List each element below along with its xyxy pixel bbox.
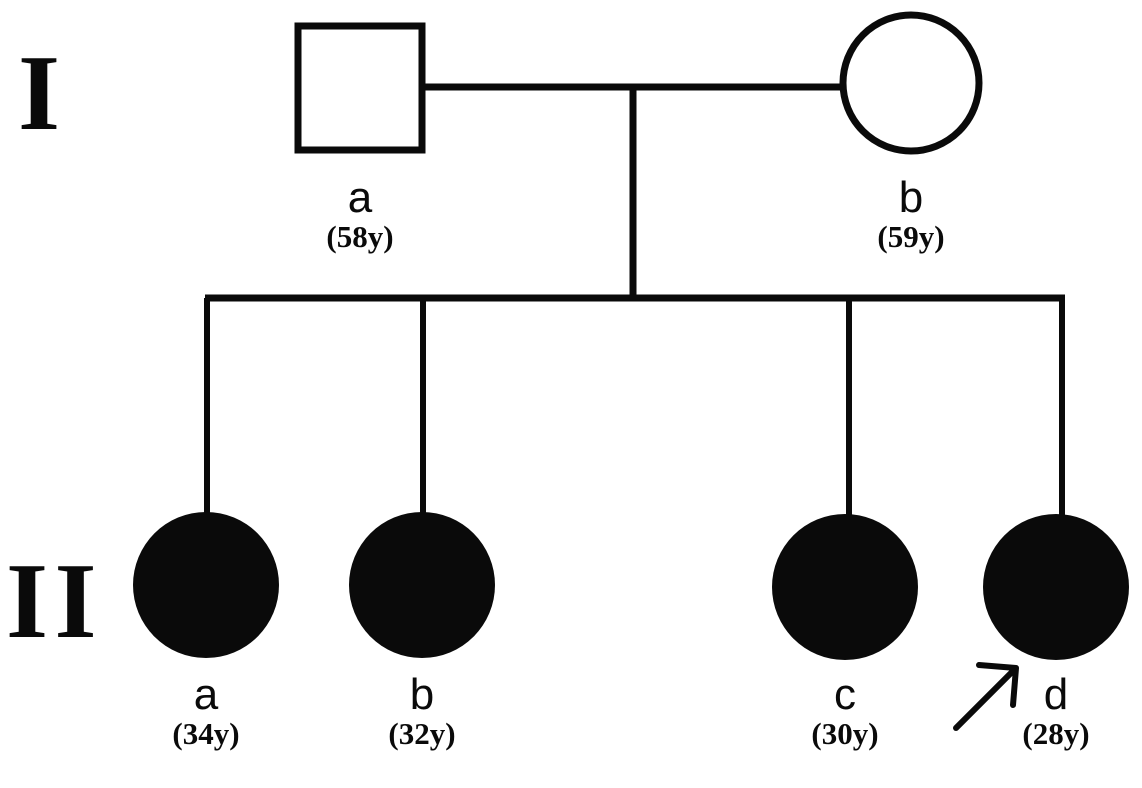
symbol-II-c-circle[interactable] bbox=[772, 514, 918, 660]
person-age-II-a: (34y) bbox=[172, 716, 240, 752]
person-age-II-b: (32y) bbox=[388, 716, 456, 752]
person-label-II-c: c (30y) bbox=[745, 670, 945, 752]
person-label-II-a: a (34y) bbox=[106, 670, 306, 752]
symbol-II-d-circle[interactable] bbox=[983, 514, 1129, 660]
symbol-I-a-square[interactable] bbox=[294, 22, 426, 154]
person-id-II-c: c bbox=[834, 670, 856, 719]
symbol-II-a-circle[interactable] bbox=[133, 512, 279, 658]
person-id-II-d: d bbox=[1043, 670, 1069, 719]
person-label-II-d: d (28y) bbox=[956, 670, 1142, 752]
proband-arrow-icon bbox=[953, 662, 1019, 731]
person-id-I-a: a bbox=[347, 173, 373, 222]
person-label-I-a: a (58y) bbox=[260, 173, 460, 255]
person-age-II-d: (28y) bbox=[1022, 716, 1090, 752]
person-age-I-a: (58y) bbox=[326, 219, 394, 255]
person-id-I-b: b bbox=[898, 173, 924, 222]
person-label-I-b: b (59y) bbox=[811, 173, 1011, 255]
person-age-I-b: (59y) bbox=[877, 219, 945, 255]
person-id-II-a: a bbox=[193, 670, 219, 719]
generation-label-I: I bbox=[18, 34, 67, 153]
person-id-II-b: b bbox=[409, 670, 435, 719]
generation-label-II: II bbox=[6, 542, 104, 661]
person-age-II-c: (30y) bbox=[811, 716, 879, 752]
symbol-II-b-circle[interactable] bbox=[349, 512, 495, 658]
symbol-I-b-circle[interactable] bbox=[839, 11, 983, 155]
person-label-II-b: b (32y) bbox=[322, 670, 522, 752]
